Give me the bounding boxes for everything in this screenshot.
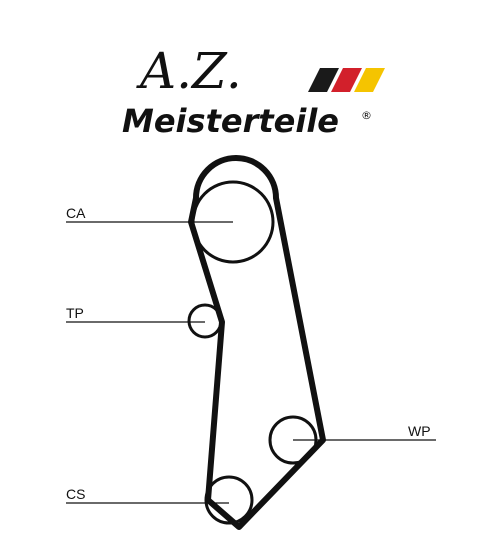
registered-mark: ® (361, 109, 372, 122)
flag-stripe-gold (354, 68, 385, 92)
flag-stripes (308, 68, 385, 92)
label-ca: CA (66, 205, 86, 221)
belt (188, 155, 326, 530)
flag-stripe-black (308, 68, 339, 92)
flag-stripe-red (331, 68, 362, 92)
label-tp: TP (66, 305, 84, 321)
labels: CA TP WP CS (66, 205, 431, 502)
label-cs: CS (66, 486, 85, 502)
brand-logo: A.Z. Meisterteile ® (122, 42, 385, 140)
logo-initials: A.Z. (136, 42, 242, 100)
label-wp: WP (408, 423, 431, 439)
leader-lines (66, 221, 436, 504)
crankshaft-pulley (204, 475, 254, 525)
belt-outline (188, 155, 326, 530)
tensioner-pulley (187, 303, 223, 339)
logo-brand-name: Meisterteile (122, 102, 339, 140)
